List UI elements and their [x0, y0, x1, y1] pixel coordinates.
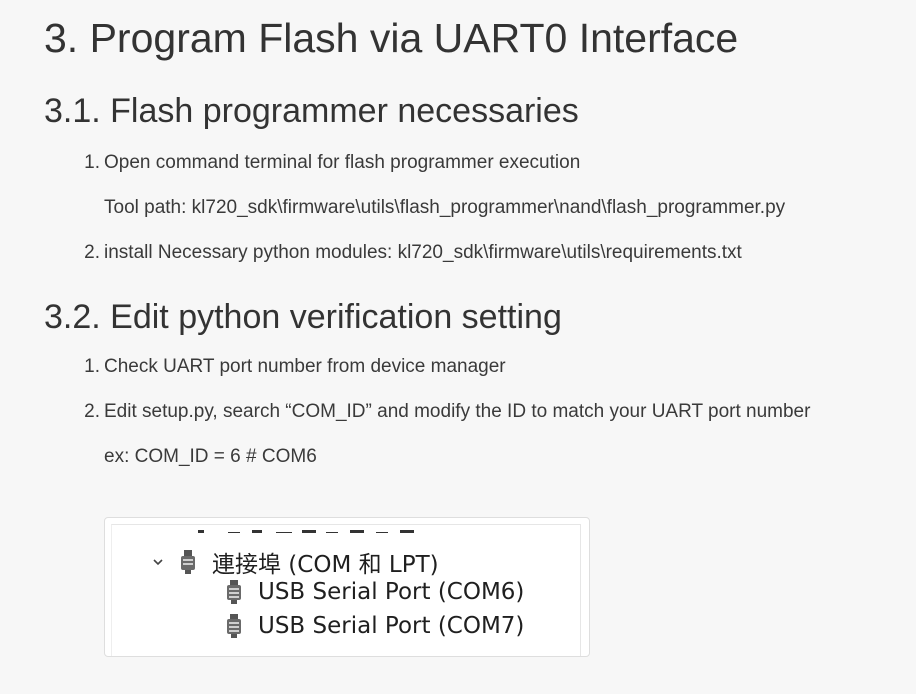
list-item-number: 1. [84, 356, 100, 377]
chevron-down-icon[interactable] [152, 556, 164, 568]
clipped-glyphs-icon [198, 530, 414, 533]
list-item-number: 2. [84, 242, 100, 263]
list-item-text: Open command terminal for flash programm… [104, 152, 581, 173]
tree-group-label: 連接埠 (COM 和 LPT) [212, 552, 439, 578]
list-item-text: install Necessary python modules: kl720_… [104, 242, 742, 263]
device-manager-screenshot: 連接埠 (COM 和 LPT) USB Serial Port (COM6) [104, 517, 590, 657]
section-heading-flash-programmer: 3.1. Flash programmer necessaries [44, 92, 579, 130]
page-title: 3. Program Flash via UART0 Interface [44, 15, 739, 61]
list-item-text: Check UART port number from device manag… [104, 356, 506, 377]
tree-item-port[interactable]: USB Serial Port (COM6) [224, 579, 524, 605]
device-manager-tree: 連接埠 (COM 和 LPT) USB Serial Port (COM6) [111, 524, 581, 656]
example-text: ex: COM_ID = 6 # COM6 [104, 446, 317, 467]
tree-item-label: USB Serial Port (COM7) [258, 613, 525, 639]
list-item-text: Edit setup.py, search “COM_ID” and modif… [104, 401, 811, 422]
serial-port-icon [227, 580, 241, 604]
clipped-row-bottom [188, 649, 268, 657]
clipped-row-top [192, 525, 432, 533]
clipped-glyphs-icon [188, 654, 268, 657]
list-item-number: 2. [84, 401, 100, 422]
tree-group-ports[interactable]: 連接埠 (COM 和 LPT) [152, 545, 439, 579]
tree-item-label: USB Serial Port (COM6) [258, 579, 525, 605]
list-item-number: 1. [84, 152, 100, 173]
tree-item-port[interactable]: USB Serial Port (COM7) [224, 613, 524, 639]
serial-port-icon [227, 614, 241, 638]
section-heading-python-setting: 3.2. Edit python verification setting [44, 298, 562, 336]
tool-path-text: Tool path: kl720_sdk\firmware\utils\flas… [104, 197, 786, 218]
port-connector-icon [181, 550, 195, 574]
